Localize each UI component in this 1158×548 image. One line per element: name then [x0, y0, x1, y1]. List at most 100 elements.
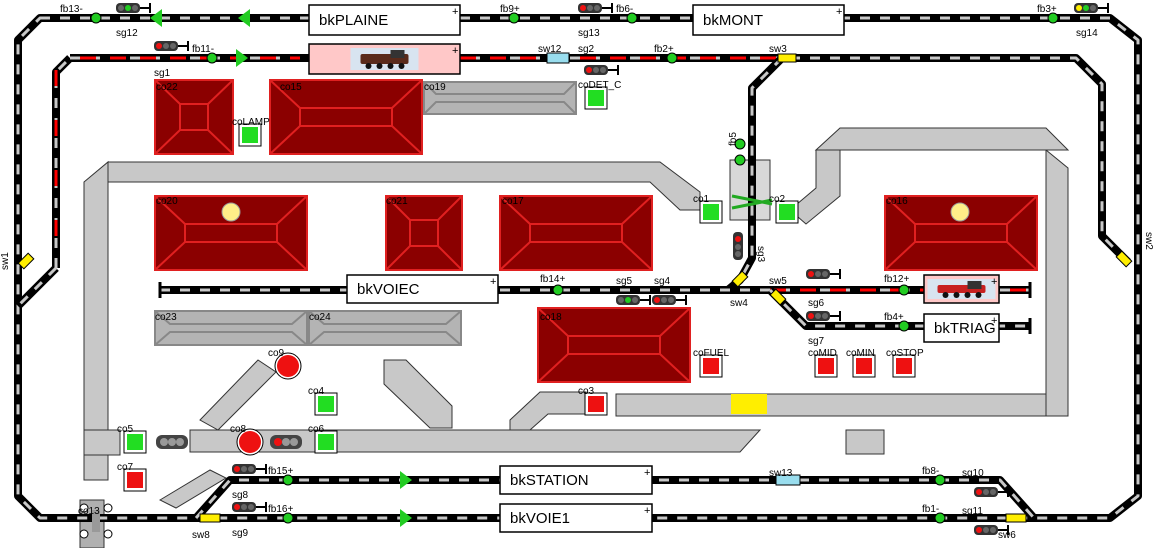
output-co3[interactable]: co3 [578, 386, 608, 416]
traffic-light-icon[interactable] [270, 435, 302, 449]
signal-label: sg13 [578, 28, 600, 39]
output-cofuel[interactable]: coFUEL [693, 348, 730, 378]
switch-label[interactable]: sw8 [192, 530, 210, 541]
building-co16 [884, 195, 1038, 271]
feedback-sensor[interactable]: fb3+ [1037, 4, 1059, 24]
feedback-sensor[interactable]: fb5 [728, 132, 746, 166]
output-co4[interactable]: co4 [308, 386, 338, 416]
signal-label: sg5 [616, 276, 633, 287]
feedback-label: fb16+ [268, 504, 293, 515]
block-plus-icon: + [644, 467, 650, 479]
building-label: co19 [424, 82, 446, 93]
output-comin[interactable]: coMIN [846, 348, 876, 378]
output-label: coMID [808, 348, 837, 359]
output-label: coLAMP [232, 117, 270, 128]
signal-sg2[interactable]: sg2 [578, 44, 619, 75]
output-costop[interactable]: coSTOP [886, 348, 924, 378]
signal-sg11[interactable]: sg11 [962, 506, 1009, 535]
traffic-light-icon[interactable] [156, 435, 188, 449]
building-co15 [269, 79, 423, 155]
block-bkvoie1[interactable]: bkVOIE1+ [499, 503, 653, 533]
switch-label[interactable]: sw1 [0, 252, 11, 270]
switch-label[interactable]: sw5 [769, 276, 787, 287]
output-co9[interactable]: co9 [268, 348, 302, 380]
switch-markers [17, 52, 1133, 523]
feedback-sensor[interactable]: fb11- [192, 44, 218, 64]
feedback-sensor[interactable]: fb14+ [540, 274, 565, 296]
block-bktriag[interactable]: bkTRIAG+ [923, 313, 1000, 343]
block-label: bkTRIAG [934, 320, 996, 337]
signal-sg10[interactable]: sg10 [962, 468, 1009, 497]
output-label: co13 [78, 506, 100, 517]
output-co5[interactable]: co5 [117, 424, 147, 454]
signal-label: sg11 [962, 506, 983, 517]
signal-sg6[interactable]: sg6 [806, 269, 841, 309]
output-colamp[interactable]: coLAMP [232, 117, 270, 147]
switch-label[interactable]: sw2 [1143, 232, 1154, 250]
feedback-label: fb4+ [884, 312, 904, 323]
output-codet_c[interactable]: coDET_C [578, 80, 621, 110]
signal-sg1[interactable]: sg1 [154, 41, 189, 79]
signal-sg14[interactable]: sg14 [1074, 3, 1109, 39]
feedback-sensor[interactable]: fb12+ [884, 274, 910, 296]
signal-label: sg1 [154, 68, 171, 79]
signal-sg4[interactable]: sg4 [652, 276, 687, 305]
switch-label[interactable]: sw3 [769, 44, 787, 55]
block-bk_top_loco[interactable]: + [308, 43, 461, 75]
feedback-sensor[interactable]: fb9+ [500, 4, 520, 24]
feedback-sensor[interactable]: fb13- [60, 4, 102, 24]
output-co2[interactable]: co2 [769, 194, 799, 224]
building-co22 [154, 79, 234, 155]
signal-sg12[interactable]: sg12 [116, 3, 151, 39]
feedback-label: fb2+ [654, 44, 674, 55]
locomotive-icon[interactable] [350, 48, 419, 70]
block-bkvoiec[interactable]: bkVOIEC+ [346, 274, 499, 304]
feedback-label: fb5 [728, 132, 739, 146]
output-label: co9 [268, 348, 285, 359]
signal-sg9[interactable]: sg9 [232, 502, 267, 539]
signal-sg13[interactable]: sg13 [578, 3, 613, 39]
switch-label[interactable]: sw13 [769, 468, 793, 479]
block-bkmont[interactable]: bkMONT+ [692, 4, 845, 36]
feedback-sensor[interactable]: fb2+ [654, 44, 678, 64]
switch-label[interactable]: sw6 [998, 530, 1016, 541]
output-label: co7 [117, 462, 134, 473]
output-co8[interactable]: co8 [230, 424, 264, 456]
block-plus-icon: + [836, 6, 842, 18]
output-co1[interactable]: co1 [693, 194, 723, 224]
block-bk_right_loco[interactable]: + [923, 274, 1000, 304]
block-plus-icon: + [991, 315, 997, 327]
feedback-sensor[interactable]: fb4+ [884, 312, 910, 332]
feedback-label: fb9+ [500, 4, 520, 15]
output-co13[interactable]: co13 [78, 503, 113, 539]
block-plus-icon: + [452, 45, 458, 57]
feedback-sensor[interactable]: fb6- [616, 4, 638, 24]
signal-label: sg3 [755, 246, 766, 263]
output-label: co3 [578, 386, 595, 397]
output-label: coMIN [846, 348, 875, 359]
feedback-sensor[interactable]: fb16+ [268, 504, 294, 524]
feedback-sensor[interactable]: fb8- [922, 466, 946, 486]
block-plus-icon: + [490, 276, 496, 288]
signal-sg7[interactable]: sg7 [806, 311, 841, 347]
output-co6[interactable]: co6 [308, 424, 338, 454]
signal-sg8[interactable]: sg8 [232, 464, 267, 501]
feedback-sensor[interactable]: fb15+ [268, 466, 294, 486]
output-co7[interactable]: co7 [117, 462, 147, 492]
block-label: bkSTATION [510, 472, 589, 489]
switch-label[interactable]: sw4 [730, 298, 748, 309]
building-co18 [537, 307, 691, 383]
output-comid[interactable]: coMID [808, 348, 838, 378]
direction-arrows [150, 9, 412, 527]
signal-label: sg12 [116, 28, 138, 39]
building-co17 [499, 195, 653, 271]
block-bkstation[interactable]: bkSTATION + [499, 465, 653, 495]
signal-sg5[interactable]: sg5 [616, 276, 651, 305]
locomotive-icon[interactable] [927, 279, 996, 299]
feedback-sensor[interactable]: fb1- [922, 504, 946, 524]
block-bkplaine[interactable]: bkPLAINE+ [308, 4, 461, 36]
switch-label[interactable]: sw12 [538, 44, 562, 55]
signal-sg3[interactable]: sg3 [733, 232, 766, 263]
